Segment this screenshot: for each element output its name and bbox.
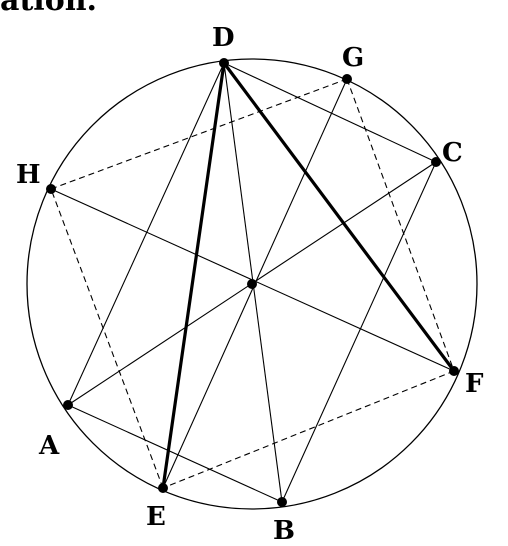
label-D: D <box>212 23 235 53</box>
points <box>46 58 459 507</box>
point-labels: D G C H F A E B <box>16 23 484 546</box>
label-F: F <box>465 369 484 399</box>
label-C: C <box>442 138 463 168</box>
center-point <box>247 279 257 289</box>
bold-triangle <box>161 61 456 490</box>
point-A <box>63 400 73 410</box>
segment-DC <box>223 62 437 163</box>
label-B: B <box>273 516 295 546</box>
point-E <box>158 483 168 493</box>
label-A: A <box>38 431 60 461</box>
segment-DF-bold <box>222 61 456 373</box>
segment-DA <box>67 62 225 406</box>
point-B <box>277 497 287 507</box>
label-E: E <box>146 502 166 532</box>
label-H: H <box>16 160 41 190</box>
segment-GF <box>346 78 455 372</box>
segment-AB <box>67 404 283 503</box>
point-F <box>449 366 459 376</box>
point-G <box>342 74 352 84</box>
segment-EH <box>50 188 164 489</box>
point-H <box>46 184 56 194</box>
point-C <box>431 157 441 167</box>
label-G: G <box>342 43 364 73</box>
segment-HG <box>50 78 348 190</box>
header-text-fragment: ation. <box>0 0 97 18</box>
segment-BC <box>281 161 437 503</box>
segment-DE-bold <box>161 61 226 490</box>
segment-FE <box>162 370 455 489</box>
circumcircle <box>26 58 478 510</box>
point-D <box>219 58 229 68</box>
